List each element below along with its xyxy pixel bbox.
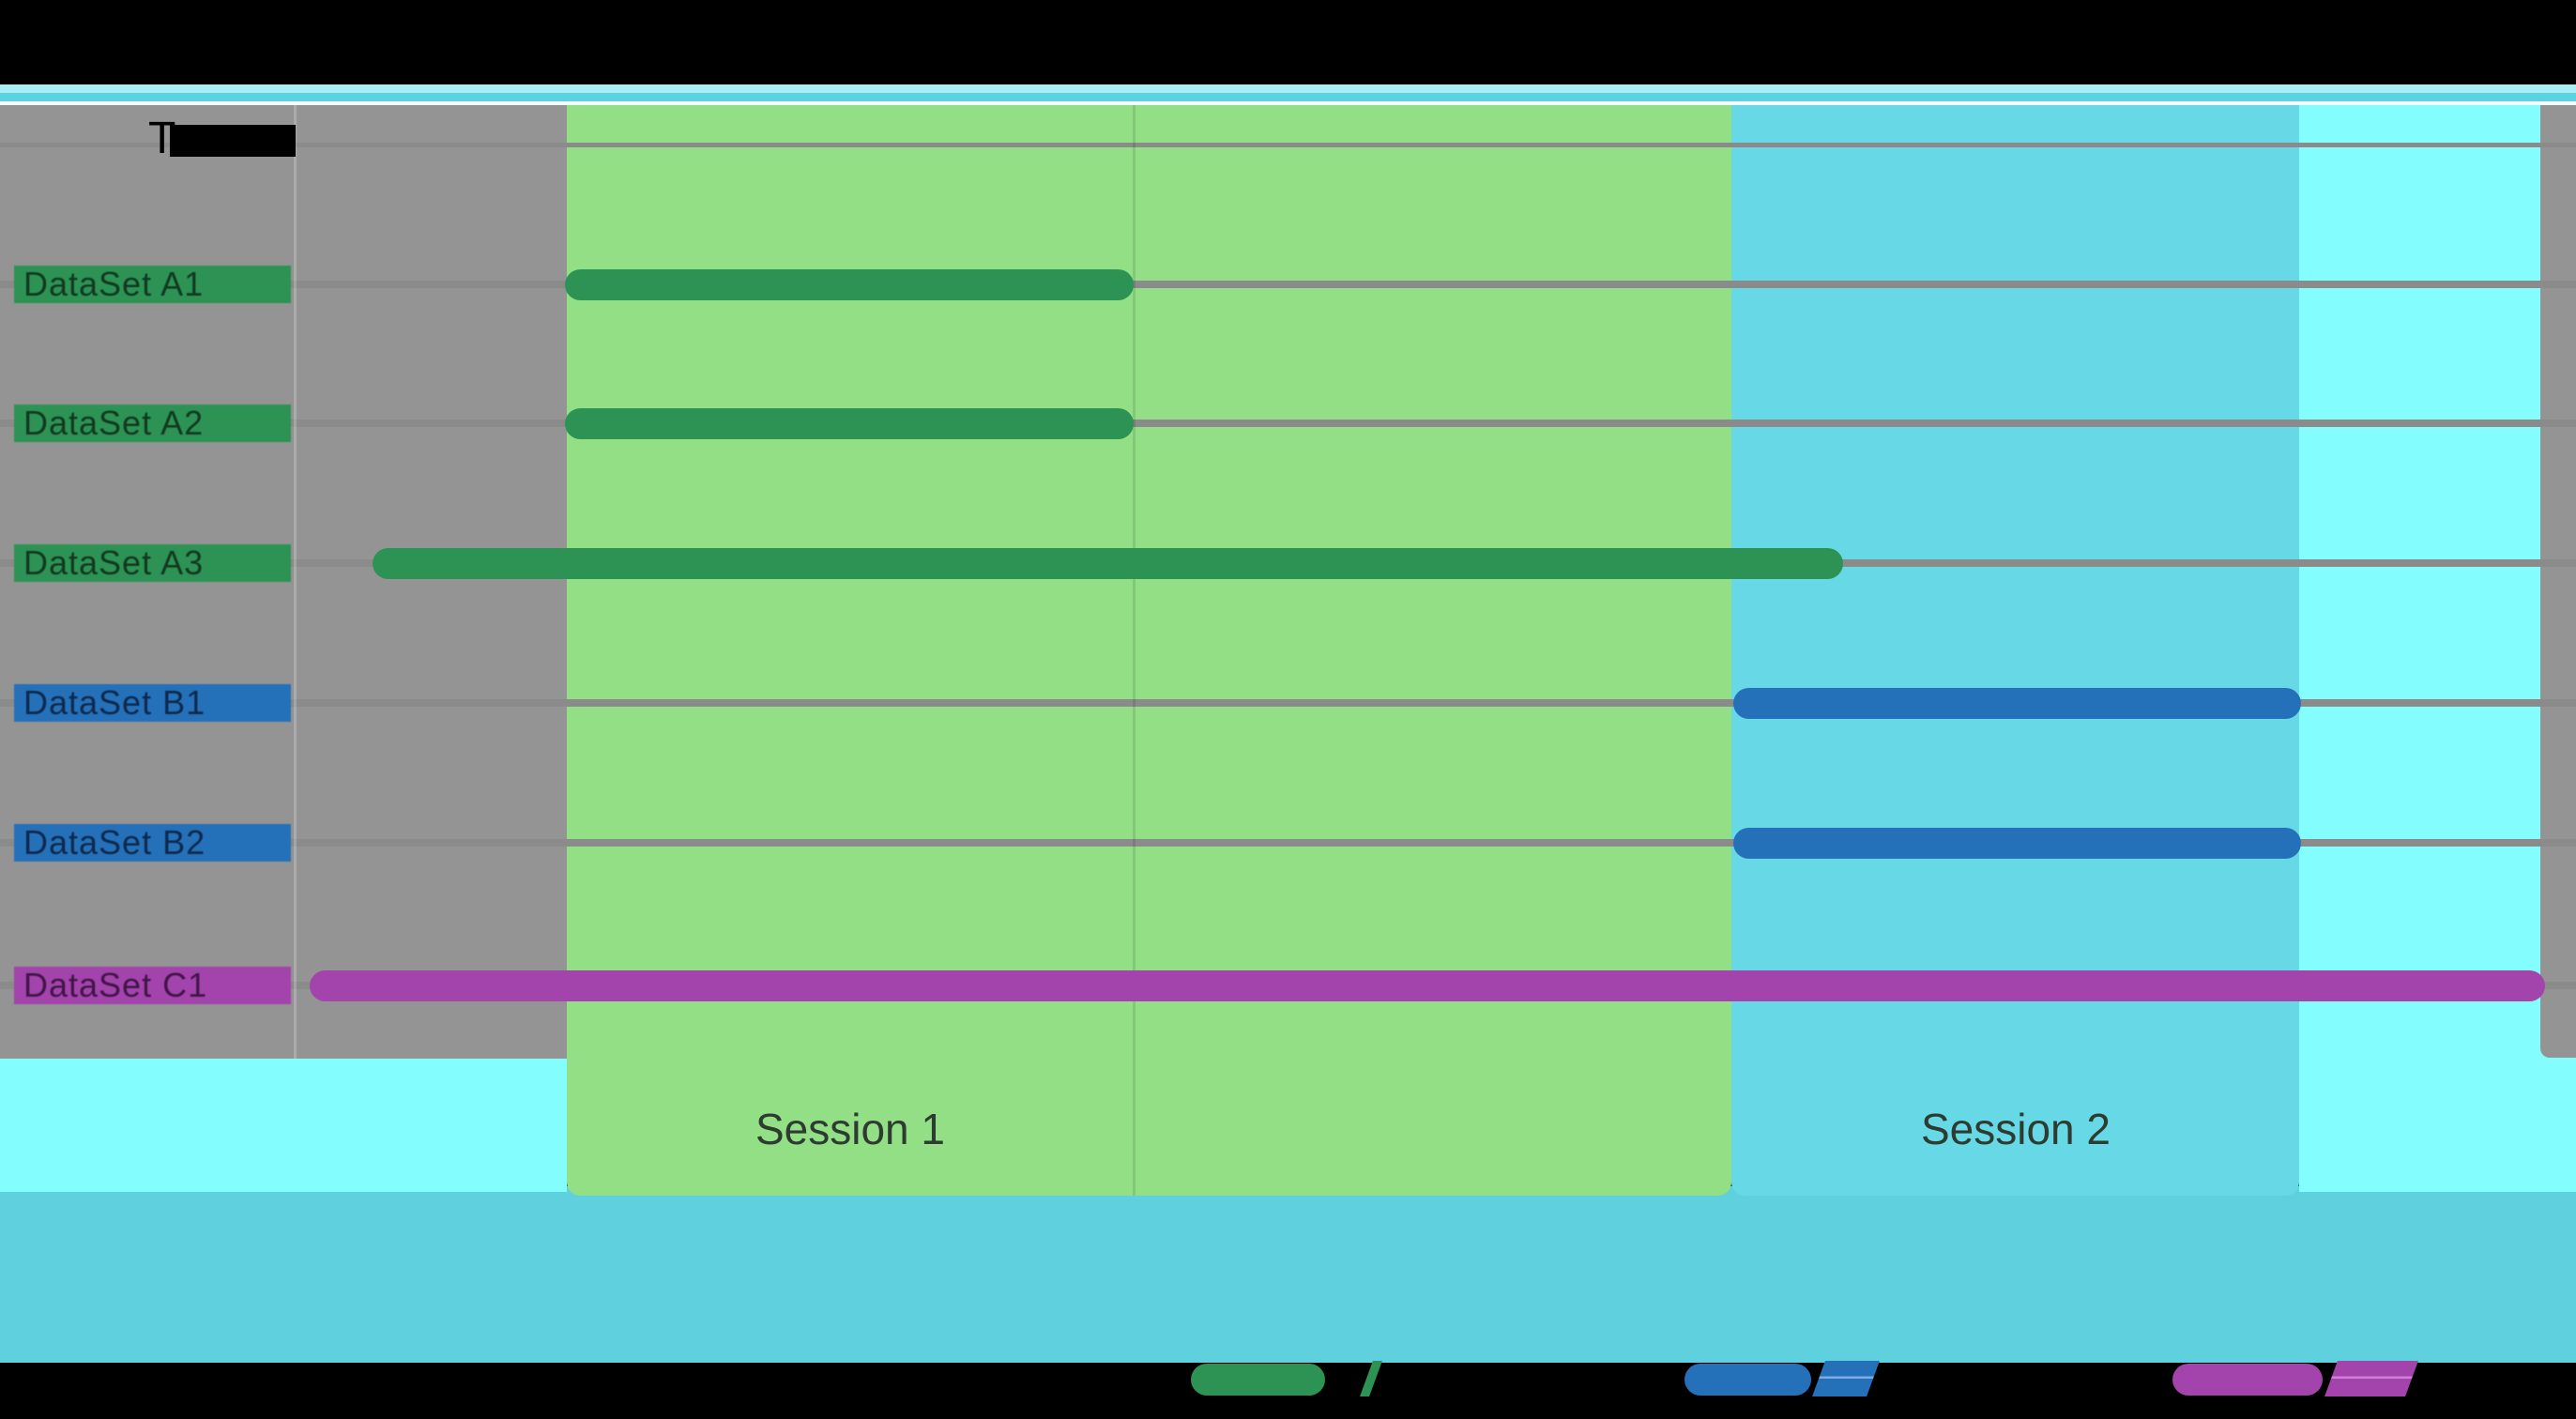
task-bar-dataset-a1[interactable]	[565, 269, 1134, 300]
top-strip-teal	[0, 93, 2576, 101]
legend-swatch-purple[interactable]	[2172, 1364, 2323, 1396]
top-strip-light	[0, 84, 2576, 93]
row-label-dataset-b2: DataSet B2	[14, 824, 291, 862]
task-bar-dataset-a2[interactable]	[565, 408, 1134, 439]
row-label-dataset-a3: DataSet A3	[14, 544, 291, 582]
row-label-dataset-a2: DataSet A2	[14, 404, 291, 442]
session1-tick-divider	[1133, 105, 1136, 1196]
row-label-dataset-c1: DataSet C1	[14, 967, 291, 1004]
legend-swatch-green[interactable]	[1191, 1364, 1325, 1396]
chart-title-redaction-box	[170, 125, 297, 157]
session2-label: Session 2	[1920, 1105, 2111, 1153]
task-bar-dataset-a3[interactable]	[373, 548, 1843, 579]
label-column-bg	[0, 105, 567, 1059]
chart-title: T	[148, 116, 297, 161]
legend-swatch-blue[interactable]	[1684, 1364, 1811, 1396]
right-margin-column-bg	[2540, 105, 2576, 1058]
task-bar-dataset-b1[interactable]	[1733, 688, 2301, 719]
bottom-teal-band	[0, 1186, 2576, 1363]
left-bottom-bg	[0, 1059, 567, 1192]
label-column-divider	[294, 105, 297, 1059]
task-bar-dataset-b2[interactable]	[1733, 828, 2301, 859]
top-hairline	[0, 101, 2576, 105]
row-label-dataset-a1: DataSet A1	[14, 266, 291, 303]
row-label-dataset-b1: DataSet B1	[14, 684, 291, 722]
top-letterbox	[0, 0, 2576, 84]
right-bright-column-bg	[2299, 105, 2576, 1192]
legend-smear-purple	[2324, 1361, 2418, 1396]
task-bar-dataset-c1[interactable]	[310, 970, 2545, 1001]
session2-column-bg	[1731, 105, 2299, 1196]
session1-label: Session 1	[755, 1105, 946, 1153]
